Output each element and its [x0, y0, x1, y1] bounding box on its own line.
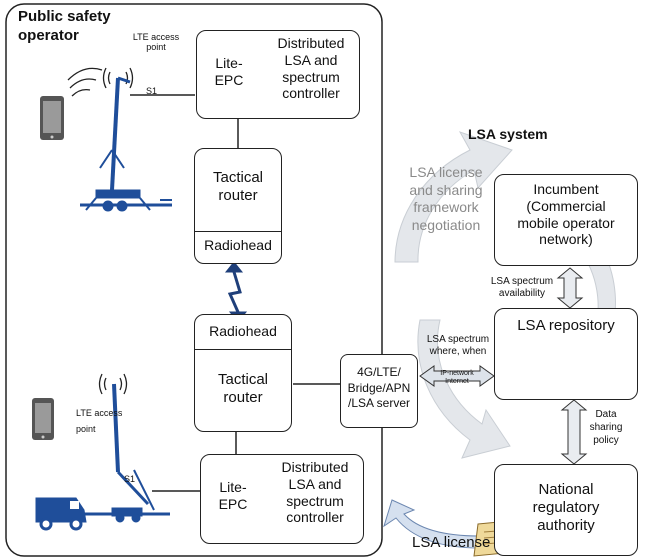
negotiation-line1: LSA license	[409, 164, 483, 180]
negotiation-line2: and sharing	[409, 181, 483, 198]
incumbent-line2: (Commercial	[526, 197, 606, 214]
bottom-router-line1: Tactical	[217, 371, 269, 388]
top-controller-label: Distributed LSA and spectrum controller	[261, 35, 361, 102]
bottom-ctrl-line2: LSA and	[288, 475, 342, 492]
top-ap-label-line1: LTE access	[132, 32, 180, 42]
lsa-system-title: LSA system	[468, 126, 548, 142]
lsa-license-arrow	[383, 499, 481, 549]
bottom-s1-label: S1	[124, 474, 136, 484]
nra-line2: regulatory	[532, 499, 600, 516]
data-sharing-line2: sharing	[589, 422, 623, 433]
ip-network-label: IP-network Internet	[432, 370, 482, 385]
top-ctrl-line4: controller	[282, 85, 340, 102]
bottom-epc-label: Lite- EPC	[205, 479, 261, 513]
bottom-ctrl-line4: controller	[286, 509, 344, 526]
bottom-radiohead-divider	[195, 349, 291, 350]
gateway-line3: /LSA server	[347, 396, 411, 411]
top-radiohead-label: Radiohead	[204, 237, 272, 253]
operator-title: Public safety operator	[18, 8, 111, 46]
lsa-spectrum-where-label: LSA spectrum where, when	[420, 334, 496, 357]
gateway-line2: Bridge/APN	[347, 380, 411, 395]
availability-line2: availability	[498, 287, 546, 299]
top-router-box: Tactical router Radiohead	[194, 148, 282, 264]
nra-line3: authority	[537, 517, 595, 534]
data-sharing-label: Data sharing policy	[586, 408, 626, 447]
top-ctrl-line3: spectrum	[282, 68, 340, 85]
incumbent-label: Incumbent (Commercial mobile operator ne…	[495, 181, 637, 248]
incumbent-line4: network)	[539, 231, 593, 248]
data-sharing-line3: policy	[593, 435, 619, 446]
top-router-line2: router	[218, 187, 258, 204]
bottom-ap-label-line1: LTE access	[76, 408, 123, 418]
bottom-epc-line1: Lite-	[219, 479, 247, 495]
gateway-line1: 4G/LTE/	[357, 365, 401, 379]
nra-label: National regulatory authority	[495, 481, 637, 535]
bottom-router-label: Tactical router	[195, 371, 291, 407]
signal-waves-top	[67, 67, 134, 97]
negotiation-line4: negotiation	[411, 216, 481, 233]
data-sharing-line1: Data	[595, 409, 617, 420]
signal-waves-bottom	[98, 373, 128, 395]
top-ap-label-line2: point	[146, 42, 166, 53]
top-router-line1: Tactical	[212, 169, 264, 186]
mast-trailer-icon-top	[80, 76, 172, 212]
nra-box: National regulatory authority	[494, 464, 638, 556]
incumbent-line3: mobile operator	[517, 214, 615, 231]
gateway-label: 4G/LTE/ Bridge/APN /LSA server	[341, 365, 417, 412]
bottom-epc-controller-box: Lite- EPC Distributed LSA and spectrum c…	[200, 454, 364, 544]
data-sharing-arrow	[560, 399, 588, 465]
top-ap-label: LTE access point	[126, 32, 186, 53]
operator-title-line2: operator	[18, 26, 79, 44]
bottom-router-box: Radiohead Tactical router	[194, 314, 292, 432]
smartphone-icon-bottom	[32, 398, 54, 440]
lsa-repository-title: LSA repository	[517, 317, 615, 334]
availability-line1: LSA spectrum	[490, 276, 554, 287]
top-epc-line1: Lite-	[215, 55, 243, 71]
bottom-router-line2: router	[223, 389, 263, 406]
top-radiohead-divider	[195, 231, 281, 232]
top-epc-controller-box: Lite- EPC Distributed LSA and spectrum c…	[196, 30, 360, 119]
top-s1-label: S1	[146, 86, 158, 96]
lsa-spectrum-where-line2: where, when	[429, 345, 487, 357]
bottom-ctrl-line1: Distributed	[281, 459, 349, 475]
smartphone-icon-top	[40, 96, 64, 140]
availability-arrow	[556, 267, 584, 309]
nra-line1: National	[538, 481, 594, 498]
gateway-box: 4G/LTE/ Bridge/APN /LSA server	[340, 354, 418, 428]
availability-label: LSA spectrum availability	[488, 276, 556, 299]
mast-truck-icon-bottom	[35, 383, 170, 531]
bottom-ctrl-line3: spectrum	[286, 492, 344, 509]
bottom-radiohead-label: Radiohead	[209, 323, 277, 339]
top-epc-line2: EPC	[214, 71, 244, 88]
incumbent-box: Incumbent (Commercial mobile operator ne…	[494, 174, 638, 266]
top-ctrl-line1: Distributed	[277, 35, 345, 51]
lsa-license-label: LSA license	[412, 534, 491, 551]
negotiation-line3: framework	[413, 199, 479, 215]
radio-link-arrow	[224, 261, 248, 323]
ip-network-line1: IP-network	[440, 370, 474, 377]
bottom-controller-label: Distributed LSA and spectrum controller	[265, 459, 365, 526]
incumbent-line1: Incumbent	[533, 181, 599, 197]
operator-title-line1: Public safety	[18, 8, 111, 25]
ip-network-line2: Internet	[445, 377, 469, 385]
operator-container	[5, 3, 383, 557]
top-epc-label: Lite- EPC	[201, 55, 257, 89]
lsa-repository-box: LSA repository	[494, 308, 638, 400]
lsa-spectrum-where-line1: LSA spectrum	[426, 334, 490, 345]
bottom-ap-label-line2: point	[76, 424, 96, 435]
bottom-epc-line2: EPC	[218, 495, 248, 512]
top-ctrl-line2: LSA and	[284, 51, 338, 68]
bottom-ap-label: LTE access point	[76, 408, 134, 435]
negotiation-label: LSA license and sharing framework negoti…	[398, 164, 494, 234]
top-router-label: Tactical router	[195, 169, 281, 205]
